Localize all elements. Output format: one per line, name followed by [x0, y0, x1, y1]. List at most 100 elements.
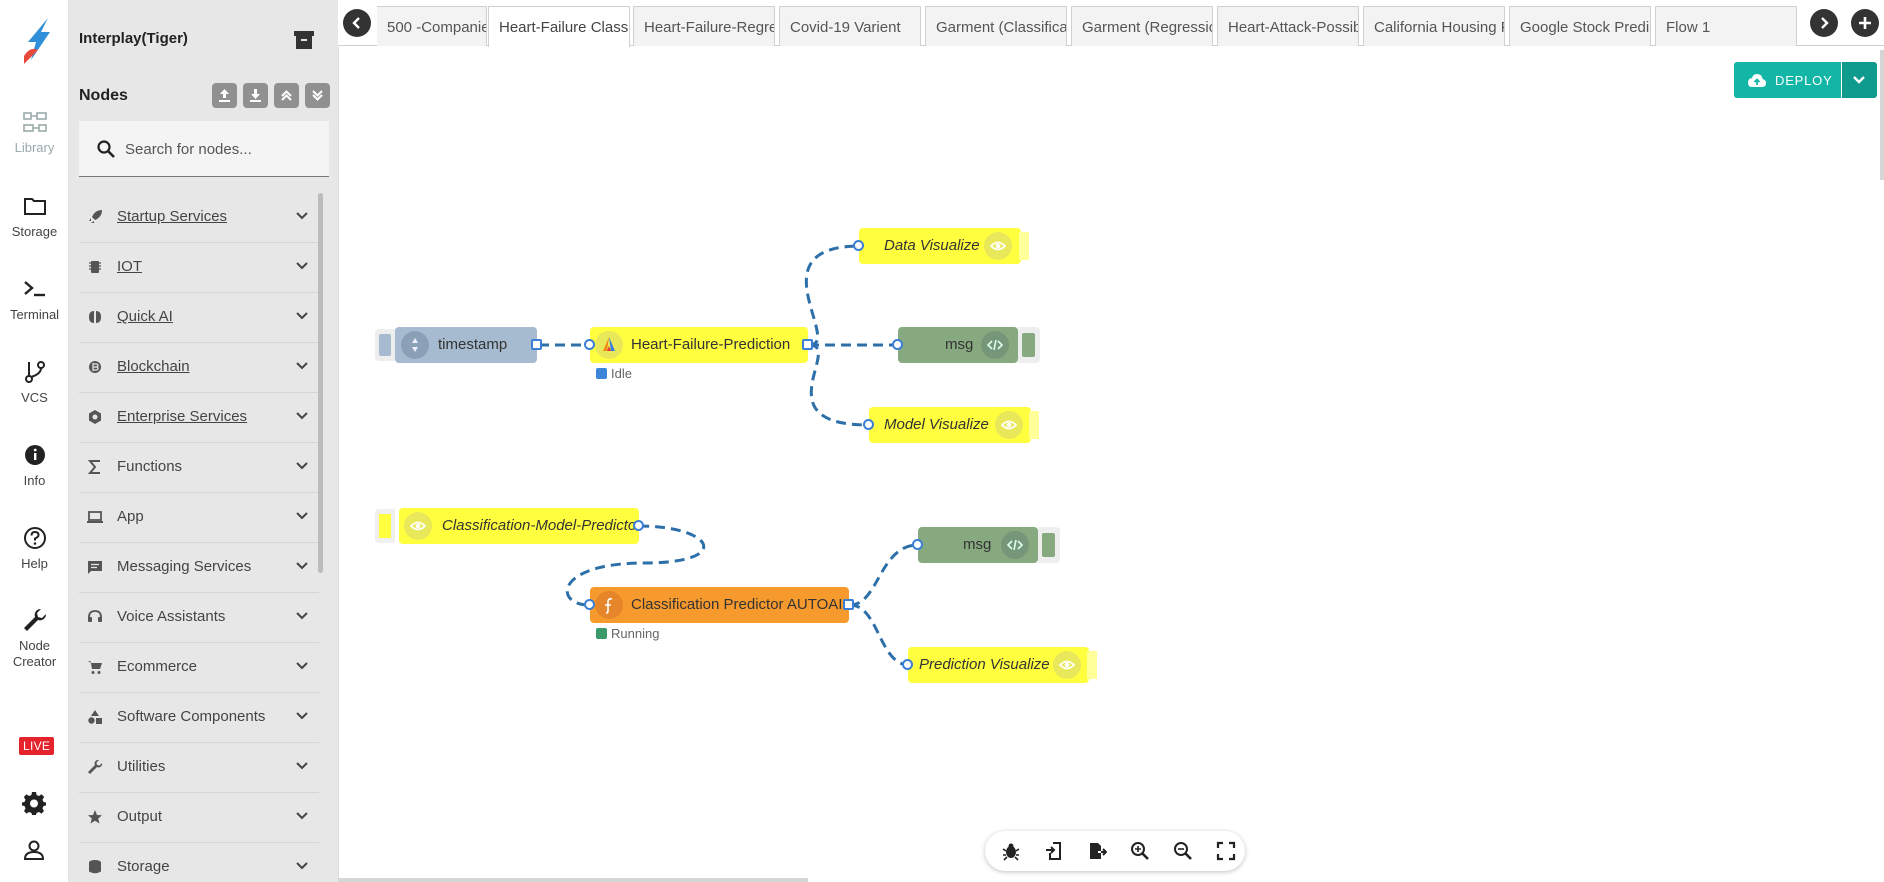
node-classification-model-predictor[interactable]: Classification-Model-Predictor — [375, 508, 644, 544]
node-timestamp[interactable]: timestamp — [375, 327, 542, 363]
tab-garment-regression[interactable]: Garment (Regression — [1071, 6, 1213, 46]
search-input[interactable] — [125, 137, 320, 161]
category-quick-ai[interactable]: Quick AI — [79, 293, 319, 343]
category-software-components[interactable]: Software Components — [79, 693, 319, 743]
category-utilities[interactable]: Utilities — [79, 743, 319, 793]
input-port[interactable] — [853, 240, 864, 251]
node-msg-debug-1[interactable]: msg — [892, 327, 1040, 363]
category-label: Startup Services — [117, 208, 228, 225]
add-tab-button[interactable] — [1851, 9, 1879, 37]
deploy-button[interactable]: DEPLOY — [1734, 62, 1841, 98]
input-port[interactable] — [584, 599, 595, 610]
output-port[interactable] — [633, 520, 644, 531]
input-port[interactable] — [863, 419, 874, 430]
zoom-in-icon[interactable] — [1130, 841, 1150, 861]
node-status: Idle — [596, 366, 632, 381]
output-port[interactable] — [802, 339, 813, 350]
laptop-icon — [87, 511, 103, 523]
wire-heart-modelvis[interactable] — [808, 343, 869, 427]
node-heart-failure-prediction[interactable]: Heart-Failure-Prediction — [584, 327, 813, 363]
import-icon[interactable] — [1044, 841, 1064, 861]
output-port[interactable] — [843, 599, 854, 610]
input-port[interactable] — [912, 539, 923, 550]
wire-heart-datavis[interactable] — [804, 244, 861, 347]
node-model-visualize[interactable]: Model Visualize — [863, 407, 1039, 443]
category-ecommerce[interactable]: Ecommerce — [79, 643, 319, 693]
category-functions[interactable]: Functions — [79, 443, 319, 493]
rail-library[interactable]: Library — [0, 110, 69, 156]
flow-canvas[interactable]: DEPLOY timestamp — [338, 47, 1884, 882]
node-data-visualize[interactable]: Data Visualize — [853, 228, 1029, 264]
tab-500-companies[interactable]: 500 -Companies — [377, 6, 487, 46]
node-classification-predictor-autoai[interactable]: Classification Predictor AUTOAI — [584, 587, 854, 623]
wire-cmp-cpa[interactable] — [565, 524, 706, 607]
inject-icon — [401, 331, 429, 359]
output-port[interactable] — [531, 339, 542, 350]
palette-scrollbar[interactable] — [318, 193, 323, 573]
category-storage[interactable]: Storage — [79, 843, 319, 882]
bug-icon[interactable] — [1001, 841, 1021, 861]
category-voice-assistants[interactable]: Voice Assistants — [79, 593, 319, 643]
deploy-menu-button[interactable] — [1842, 62, 1877, 98]
tab-heart-failure-classification[interactable]: Heart-Failure Classifi — [488, 6, 630, 47]
expand-all-button[interactable] — [305, 83, 330, 108]
category-blockchain[interactable]: Blockchain — [79, 343, 319, 393]
rail-help[interactable]: Help — [0, 526, 69, 572]
tab-heart-attack-possibility[interactable]: Heart-Attack-Possibi — [1217, 6, 1359, 46]
export-icon[interactable] — [1087, 841, 1107, 861]
category-startup-services[interactable]: Startup Services — [79, 193, 319, 243]
tab-google-stock-prediction[interactable]: Google Stock Predict — [1509, 6, 1651, 46]
tabs-prev-button[interactable] — [343, 9, 371, 37]
debug-toggle[interactable] — [1018, 327, 1040, 363]
tab-flow-1[interactable]: Flow 1 — [1655, 6, 1797, 46]
debug-toggle[interactable] — [1038, 527, 1060, 563]
chevron-down-icon — [1853, 76, 1865, 84]
node-label: Classification Predictor AUTOAI — [631, 596, 843, 613]
status-dot — [596, 628, 607, 639]
canvas-toolbar — [985, 831, 1245, 871]
database-icon — [89, 860, 101, 874]
rail-vcs[interactable]: VCS — [0, 360, 69, 406]
zoom-out-icon[interactable] — [1173, 841, 1193, 861]
canvas-horizontal-scrollbar[interactable] — [338, 878, 808, 882]
fullscreen-icon[interactable] — [1216, 841, 1236, 861]
tab-label: Google Stock Predict — [1520, 19, 1651, 36]
wire-cpa-msg2[interactable] — [849, 543, 919, 607]
chevron-down-icon — [296, 512, 308, 520]
category-enterprise-services[interactable]: Enterprise Services — [79, 393, 319, 443]
user-icon[interactable] — [23, 839, 45, 861]
rail-storage[interactable]: Storage — [0, 194, 69, 240]
rail-terminal[interactable]: Terminal — [0, 277, 69, 323]
tab-heart-failure-regression[interactable]: Heart-Failure-Regres — [633, 6, 775, 46]
node-msg-debug-2[interactable]: msg — [912, 527, 1060, 563]
category-app[interactable]: App — [79, 493, 319, 543]
wire-cpa-predvis[interactable] — [849, 603, 910, 667]
chevron-down-icon — [296, 362, 308, 370]
settings-icon[interactable] — [22, 791, 46, 815]
input-port[interactable] — [892, 339, 903, 350]
node-label: Classification-Model-Predictor — [442, 517, 642, 534]
canvas-vertical-scrollbar[interactable] — [1880, 50, 1884, 180]
rail-node-creator[interactable]: Node Creator — [0, 606, 69, 670]
tab-california-housing[interactable]: California Housing P — [1363, 6, 1505, 46]
download-button[interactable] — [243, 83, 268, 108]
category-output[interactable]: Output — [79, 793, 319, 843]
tab-label: Heart-Attack-Possibi — [1228, 19, 1359, 36]
upload-button[interactable] — [212, 83, 237, 108]
eye-icon — [404, 512, 432, 540]
archive-icon[interactable] — [292, 28, 316, 52]
input-port[interactable] — [584, 339, 595, 350]
tabs-next-button[interactable] — [1810, 9, 1838, 37]
tab-label: Heart-Failure-Regres — [644, 19, 775, 36]
category-iot[interactable]: IOT — [79, 243, 319, 293]
input-port[interactable] — [902, 659, 913, 670]
category-messaging-services[interactable]: Messaging Services — [79, 543, 319, 593]
node-label: Heart-Failure-Prediction — [631, 336, 791, 353]
rail-info[interactable]: Info — [0, 443, 69, 489]
inject-button[interactable] — [375, 329, 395, 361]
collapse-all-button[interactable] — [274, 83, 299, 108]
node-prediction-visualize[interactable]: Prediction Visualize — [902, 647, 1097, 683]
tab-garment-classification[interactable]: Garment (Classificati — [925, 6, 1067, 46]
rail-label: Storage — [11, 224, 58, 239]
tab-covid-19-varient[interactable]: Covid-19 Varient — [779, 6, 921, 46]
